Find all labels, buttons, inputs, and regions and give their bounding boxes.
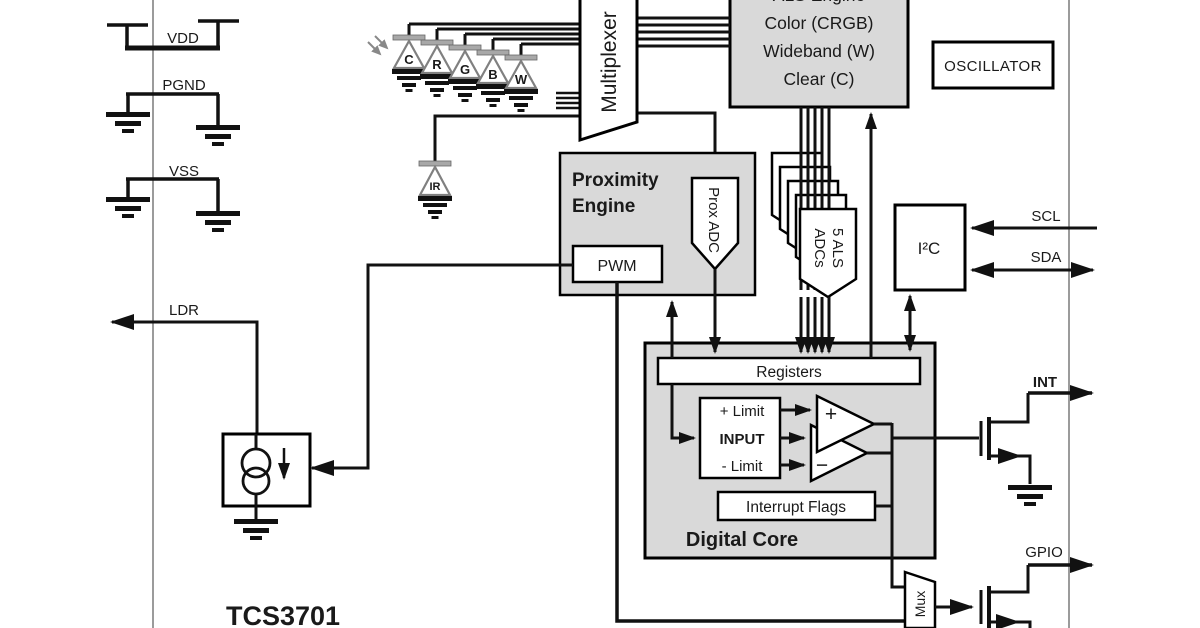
input-label: INPUT bbox=[720, 431, 765, 448]
wire-ldr-pin bbox=[110, 314, 259, 434]
limit-input-box bbox=[698, 396, 782, 480]
wire-ir-to-mux bbox=[433, 114, 580, 161]
scl-pin-label: SCL bbox=[1031, 208, 1060, 225]
wire-mux-to-als bbox=[637, 16, 730, 48]
comparator-plus-sign: + bbox=[825, 403, 837, 426]
sda-pin-label: SDA bbox=[1031, 249, 1062, 266]
photodiode-red-label: R bbox=[432, 57, 442, 72]
vss-pin: VSS bbox=[106, 163, 240, 232]
pwm-label: PWM bbox=[597, 258, 636, 275]
photodiode-ir: IR bbox=[418, 160, 452, 219]
oscillator-label: OSCILLATOR bbox=[944, 58, 1042, 75]
vss-pin-icon bbox=[126, 177, 220, 211]
comparator-upper bbox=[815, 393, 877, 455]
als-engine-line-clear: Clear (C) bbox=[784, 69, 855, 89]
pgnd-pin-icon bbox=[126, 92, 220, 125]
i2c-box bbox=[893, 203, 967, 292]
vdd-pin-icon bbox=[107, 19, 239, 51]
comparator-minus-sign: − bbox=[816, 454, 828, 477]
als-adcs-label-line1: 5 ALS bbox=[829, 228, 846, 268]
prox-adc-label: Prox ADC bbox=[705, 187, 722, 253]
wire-pwm-to-mux bbox=[615, 282, 905, 623]
vdd-pin: VDD bbox=[107, 19, 239, 51]
part-number-label: TCS3701 bbox=[226, 601, 340, 628]
photodiode-clear-label: C bbox=[404, 52, 414, 67]
i2c-block: I²C bbox=[893, 203, 967, 292]
vdd-pin-label: VDD bbox=[167, 30, 199, 47]
gpio-output-stage: Mux GPIO bbox=[903, 544, 1094, 628]
ground-icon bbox=[196, 125, 240, 146]
photodiode-wideband-label: W bbox=[515, 72, 528, 87]
gpio-pin-label: GPIO bbox=[1025, 544, 1063, 561]
pgnd-pin: PGND bbox=[106, 77, 240, 146]
als-adcs-label-line2: ADCs bbox=[811, 228, 828, 267]
photodiode-red: R bbox=[420, 39, 454, 97]
photodiode-blue: B bbox=[476, 49, 510, 107]
ground-icon bbox=[106, 197, 150, 218]
ground-icon bbox=[234, 519, 278, 540]
ldr-pin-label: LDR bbox=[169, 302, 199, 319]
int-transistor-icon bbox=[979, 393, 1052, 506]
window-comparator: + Limit INPUT - Limit + − Interrupt Flag… bbox=[670, 384, 905, 589]
als-engine-line-wideband: Wideband (W) bbox=[763, 41, 875, 61]
photodiode-clear: C bbox=[392, 34, 426, 92]
photodiode-green: G bbox=[448, 44, 482, 102]
vss-pin-label: VSS bbox=[169, 163, 199, 180]
photodiode-green-label: G bbox=[460, 62, 470, 77]
interrupt-flags-label: Interrupt Flags bbox=[746, 499, 846, 516]
als-engine-line-color: Color (CRGB) bbox=[765, 13, 874, 33]
gpio-mux-label: Mux bbox=[912, 591, 928, 617]
digital-core-block: Registers Digital Core bbox=[643, 341, 937, 560]
comparator-output-wires bbox=[867, 422, 905, 589]
digital-core-title: Digital Core bbox=[686, 529, 798, 551]
oscillator-block: OSCILLATOR bbox=[931, 40, 1055, 90]
int-pin-label: INT bbox=[1033, 374, 1057, 391]
plus-limit-label: + Limit bbox=[720, 403, 765, 420]
interrupt-flags-box bbox=[716, 490, 877, 522]
photodiode-wideband: W bbox=[504, 54, 538, 112]
ground-icon bbox=[106, 112, 150, 133]
mux-control-stubs bbox=[556, 91, 580, 110]
light-rays-icon bbox=[367, 35, 389, 56]
photodiode-bus-wires bbox=[407, 22, 580, 55]
als-adcs-front-card bbox=[798, 207, 858, 299]
i2c-label: I²C bbox=[918, 239, 941, 258]
prox-adc-shape bbox=[690, 176, 740, 271]
minus-limit-label: - Limit bbox=[722, 458, 764, 475]
photodiode-blue-label: B bbox=[488, 67, 497, 82]
int-output-stage: INT bbox=[892, 374, 1094, 506]
oscillator-box bbox=[931, 40, 1055, 90]
wire-pwm-to-ldr-driver bbox=[310, 263, 573, 476]
proximity-engine-title-line2: Engine bbox=[572, 196, 635, 217]
ldr-driver: LDR bbox=[110, 302, 312, 540]
als-engine-block: ALS Engine Color (CRGB) Wideband (W) Cle… bbox=[728, 0, 910, 109]
multiplexer-label: Multiplexer bbox=[598, 11, 621, 113]
photodiode-ir-label: IR bbox=[430, 181, 441, 193]
photodiode-array: C R G B bbox=[392, 34, 538, 219]
als-engine-title: ALS Engine bbox=[773, 0, 865, 5]
register-bus-arrows bbox=[666, 112, 916, 358]
registers-label: Registers bbox=[756, 364, 822, 381]
gpio-mux-shape bbox=[903, 570, 937, 628]
ground-icon bbox=[196, 211, 240, 232]
als-adc-stack: 5 ALS ADCs bbox=[770, 107, 858, 299]
multiplexer-shape bbox=[578, 0, 639, 143]
wire-registers-to-input bbox=[670, 384, 696, 444]
prox-adc-block: Prox ADC bbox=[690, 176, 740, 271]
multiplexer-block: Multiplexer bbox=[578, 0, 639, 143]
pgnd-pin-label: PGND bbox=[162, 77, 206, 94]
current-source-icon bbox=[221, 432, 312, 519]
registers-box bbox=[656, 356, 922, 386]
proximity-engine-title-line1: Proximity bbox=[572, 170, 659, 191]
gpio-transistor-icon bbox=[979, 565, 1032, 628]
